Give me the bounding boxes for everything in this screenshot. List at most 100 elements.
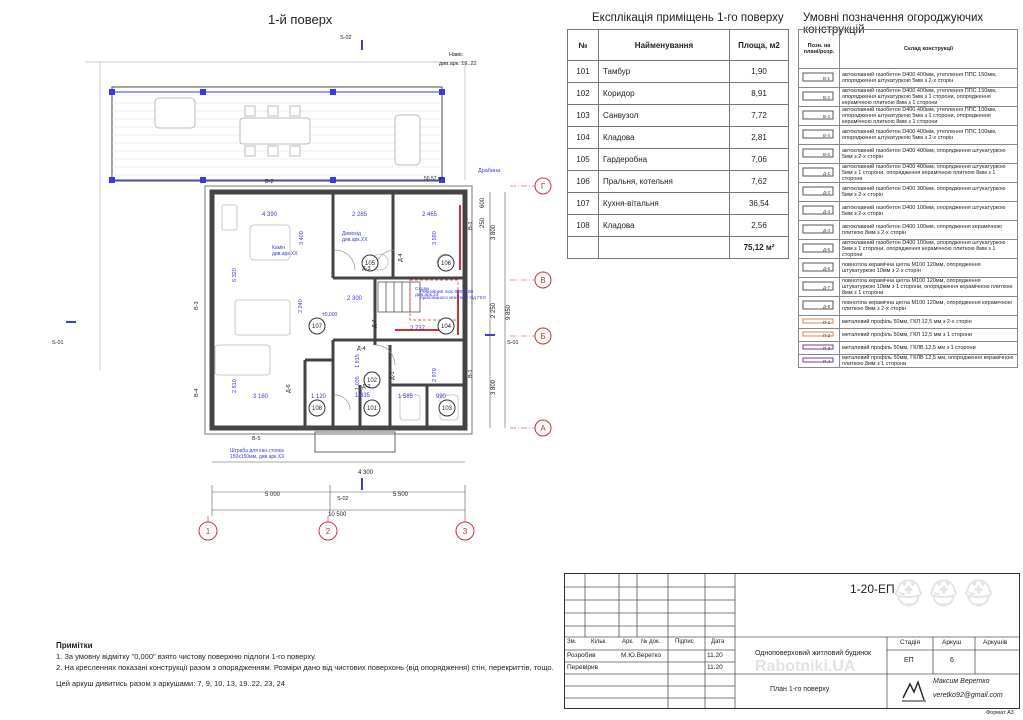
wall-insulation	[204, 185, 473, 435]
svg-text:Б: Б	[540, 332, 545, 341]
svg-text:5 500: 5 500	[393, 492, 409, 498]
room-tag: 108	[312, 406, 323, 412]
total-area: 75,12 м²	[729, 236, 789, 259]
signature-email: veretko92@gmail.com	[933, 692, 1003, 699]
svg-text:2: 2	[326, 527, 331, 536]
room-tag: 104	[441, 324, 452, 330]
svg-text:2 285: 2 285	[352, 212, 368, 218]
legend-col-desc: Склад конструкції	[839, 29, 1018, 69]
floor-plan-drawing: 105 106 107 104 102 101 103 108 В-2 В-3 …	[52, 35, 552, 541]
svg-text:9 850: 9 850	[506, 304, 512, 320]
svg-text:див.арк. 19..22: див.арк. 19..22	[439, 61, 477, 67]
checker-label: Перевірив	[567, 664, 599, 671]
svg-text:Навіс: Навіс	[449, 52, 463, 58]
svg-text:250: 250	[480, 217, 486, 228]
legend-desc: автоклавний газобетон D400 400мм, утепле…	[839, 87, 1018, 107]
svg-text:2 300: 2 300	[347, 296, 363, 302]
svg-text:50.57 м²: 50.57 м²	[424, 176, 443, 182]
title-block-grid	[565, 574, 1019, 708]
room-tags: 105 106 107 104 102 101 103 108	[308, 254, 456, 417]
room-number: 106	[567, 170, 599, 193]
sheets-header: Аркушів	[983, 639, 1008, 646]
svg-text:3: 3	[463, 527, 468, 536]
svg-text:600: 600	[480, 197, 486, 208]
canopy-outline	[99, 61, 466, 370]
svg-text:Д-1: Д-1	[390, 371, 396, 380]
svg-text:2 737: 2 737	[410, 326, 426, 332]
svg-text:2 465: 2 465	[422, 212, 438, 218]
room-tag: 102	[367, 378, 378, 384]
svg-text:4 300: 4 300	[358, 470, 374, 476]
legend-symbol: Д-2	[798, 182, 840, 202]
svg-text:2 250: 2 250	[491, 302, 497, 318]
legend-tag: П-1	[823, 320, 831, 325]
legend-desc: металевий профіль 50мм, ГКЛ 12,5 мм з 2-…	[839, 315, 1018, 329]
room-name: Коридор	[598, 82, 730, 105]
legend-tag: Д-4	[823, 228, 831, 233]
legend-symbol: В-3	[798, 106, 840, 126]
svg-text:2 970: 2 970	[432, 368, 438, 382]
legend-tag: Д-6	[823, 266, 831, 271]
legend-desc: автоклавний газобетон D400 100мм, опоряд…	[839, 201, 1018, 221]
svg-text:3 800: 3 800	[491, 224, 497, 240]
svg-text:В-1: В-1	[468, 221, 474, 230]
plan-title: 1-й поверх	[268, 12, 333, 27]
svg-text:А: А	[540, 424, 546, 433]
schedule-title: Експлікація приміщень 1-го поверху	[592, 12, 784, 24]
room-tag: 106	[441, 261, 452, 267]
room-area: 7,72	[729, 104, 789, 127]
stairs	[377, 281, 421, 313]
legend-symbol: В-1	[798, 68, 840, 88]
room-name: Санвузол	[598, 104, 730, 127]
legend-desc: металевий профіль 50мм, ГКЛВ 12,5 мм, оп…	[839, 354, 1018, 368]
room-area: 1,90	[729, 60, 789, 83]
developer-date: 11.20	[707, 652, 723, 659]
legend-row: В-3 автоклавний газобетон D400 400мм, уте…	[798, 106, 1018, 126]
svg-text:Д-7: Д-7	[372, 319, 378, 328]
horizontal-dimensions: 4 390 2 285 2 465 2 300 2 737 3 160 1 12…	[253, 212, 447, 400]
legend-symbol: В-4	[798, 125, 840, 145]
legend-desc: автоклавний газобетон D400 400мм, утепле…	[839, 106, 1018, 126]
developer-label: Розробив	[567, 652, 596, 659]
checker-date: 11.20	[707, 664, 723, 671]
room-tag: 105	[365, 261, 376, 267]
svg-text:В-2: В-2	[265, 179, 274, 185]
svg-text:В-4: В-4	[194, 388, 200, 397]
col-qty: Кільк.	[591, 639, 607, 645]
svg-text:S-01: S-01	[52, 340, 64, 346]
svg-text:S-02: S-02	[340, 35, 352, 41]
legend-symbol: П-4	[798, 354, 840, 368]
room-name: Пральня, котельня	[598, 170, 730, 193]
legend-table: Позн. на плані/розр. Склад конструкції В…	[798, 29, 1018, 368]
legend-tag: П-2	[823, 333, 831, 338]
room-area: 2,56	[729, 214, 789, 237]
legend-tag: В-3	[823, 114, 831, 119]
room-tag: 103	[442, 406, 453, 412]
svg-text:Д-2: Д-2	[362, 384, 371, 390]
legend-symbol: Д-4	[798, 220, 840, 240]
terrace-table	[239, 117, 311, 145]
svg-text:В-3: В-3	[194, 301, 200, 310]
svg-text:±0,000: ±0,000	[322, 312, 337, 318]
svg-text:1 035: 1 035	[355, 376, 361, 390]
room-area: 2,81	[729, 126, 789, 149]
room-number: 108	[567, 214, 599, 237]
col-doc: № док.	[641, 639, 661, 645]
notes-title: Примітки	[56, 641, 93, 650]
svg-text:Драбина: Драбина	[478, 168, 501, 174]
legend-desc: металевий профіль 50мм, ГКЛВ 12,5 мм з 1…	[839, 341, 1018, 355]
legend-symbol: Д-5	[798, 239, 840, 259]
